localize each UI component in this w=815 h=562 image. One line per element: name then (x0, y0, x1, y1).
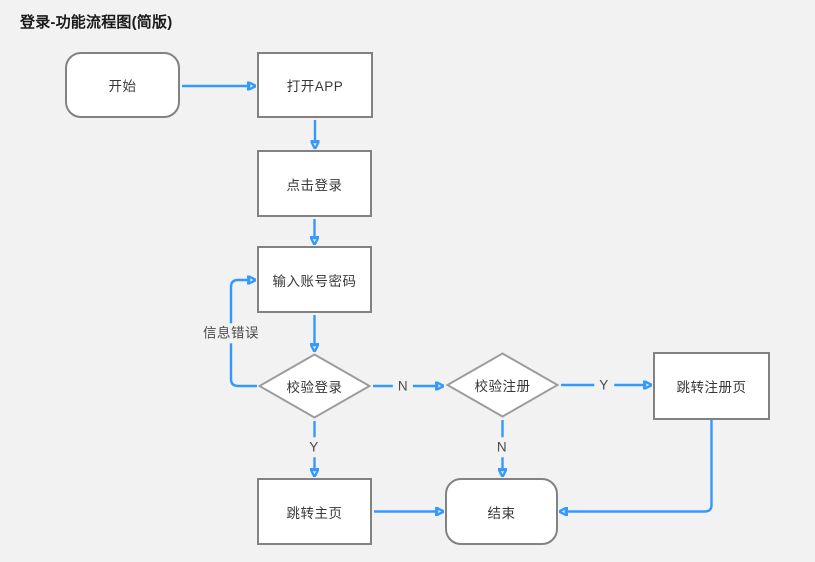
node-label-start: 开始 (108, 79, 137, 94)
flow-node-verify-login[interactable]: 校验登录 (258, 353, 371, 419)
node-label-verify-register: 校验注册 (474, 379, 531, 394)
diamond-shape (258, 353, 371, 419)
flow-node-end[interactable]: 结束 (445, 478, 558, 545)
edge-label-verify-login-yes: Y (304, 437, 324, 457)
edge-label-info-error: 信息错误 (198, 323, 264, 343)
node-label-verify-login: 校验登录 (286, 380, 343, 395)
node-label-click-login: 点击登录 (286, 177, 343, 193)
flow-node-start[interactable]: 开始 (65, 52, 180, 118)
flow-node-jump-register-page[interactable]: 跳转注册页 (653, 352, 770, 420)
node-label-jump-home-page: 跳转主页 (286, 505, 343, 521)
edge-label-verify-register-yes: Y (594, 375, 614, 395)
node-label-end: 结束 (487, 505, 516, 521)
edge-label-verify-login-no: N (392, 376, 414, 396)
page-title: 登录-功能流程图(简版) (20, 14, 173, 31)
edge-jump-register-to-end (567, 420, 713, 512)
diamond-shape (446, 352, 559, 418)
flow-node-click-login[interactable]: 点击登录 (257, 150, 372, 217)
flow-node-verify-register[interactable]: 校验注册 (446, 352, 559, 418)
flow-node-input-credentials[interactable]: 输入账号密码 (257, 246, 372, 313)
node-label-jump-register-page: 跳转注册页 (676, 380, 747, 395)
node-label-open-app: 打开APP (286, 79, 344, 94)
flow-node-open-app[interactable]: 打开APP (257, 52, 373, 118)
node-label-input-credentials: 输入账号密码 (272, 273, 357, 289)
edge-label-verify-register-no: N (491, 437, 513, 457)
flow-node-jump-home-page[interactable]: 跳转主页 (257, 478, 372, 545)
